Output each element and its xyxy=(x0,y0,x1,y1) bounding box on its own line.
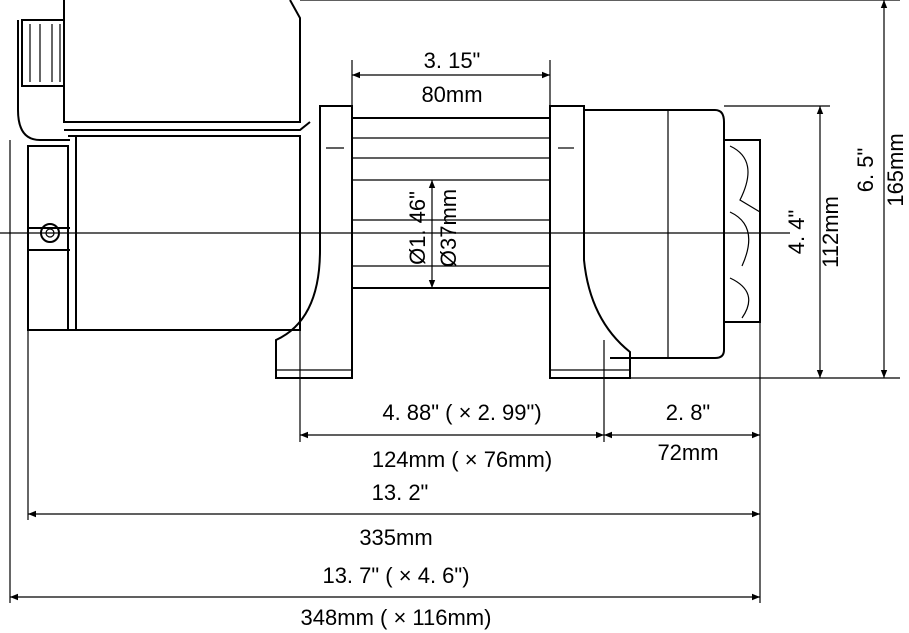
body-length-inch: 13. 2" xyxy=(372,480,429,505)
mount-height-mm: 112mm xyxy=(818,196,843,268)
drum-diameter-inch: Ø1. 46" xyxy=(405,191,430,265)
dimension-lines xyxy=(10,0,888,601)
mount-bolt-spacing-mm: 124mm ( × 76mm) xyxy=(372,447,552,472)
winch-outline xyxy=(17,0,761,379)
mount-height-inch: 4. 4" xyxy=(784,210,809,255)
overall-height-inch: 6. 5" xyxy=(853,148,878,193)
body-length-mm: 335mm xyxy=(359,525,432,550)
overall-height-mm: 165mm xyxy=(883,133,908,206)
overall-length-inch: 13. 7" ( × 4. 6") xyxy=(322,563,469,588)
mount-bolt-spacing-inch: 4. 88" ( × 2. 99") xyxy=(382,400,541,425)
gearbox-length-inch: 2. 8" xyxy=(666,400,711,425)
drum-length-mm: 80mm xyxy=(421,82,482,107)
drum-length-inch: 3. 15" xyxy=(424,48,481,73)
overall-length-mm: 348mm ( × 116mm) xyxy=(301,605,492,630)
drum-diameter-mm: Ø37mm xyxy=(436,189,461,267)
extension-lines xyxy=(9,0,900,603)
gearbox-length-mm: 72mm xyxy=(657,440,718,465)
